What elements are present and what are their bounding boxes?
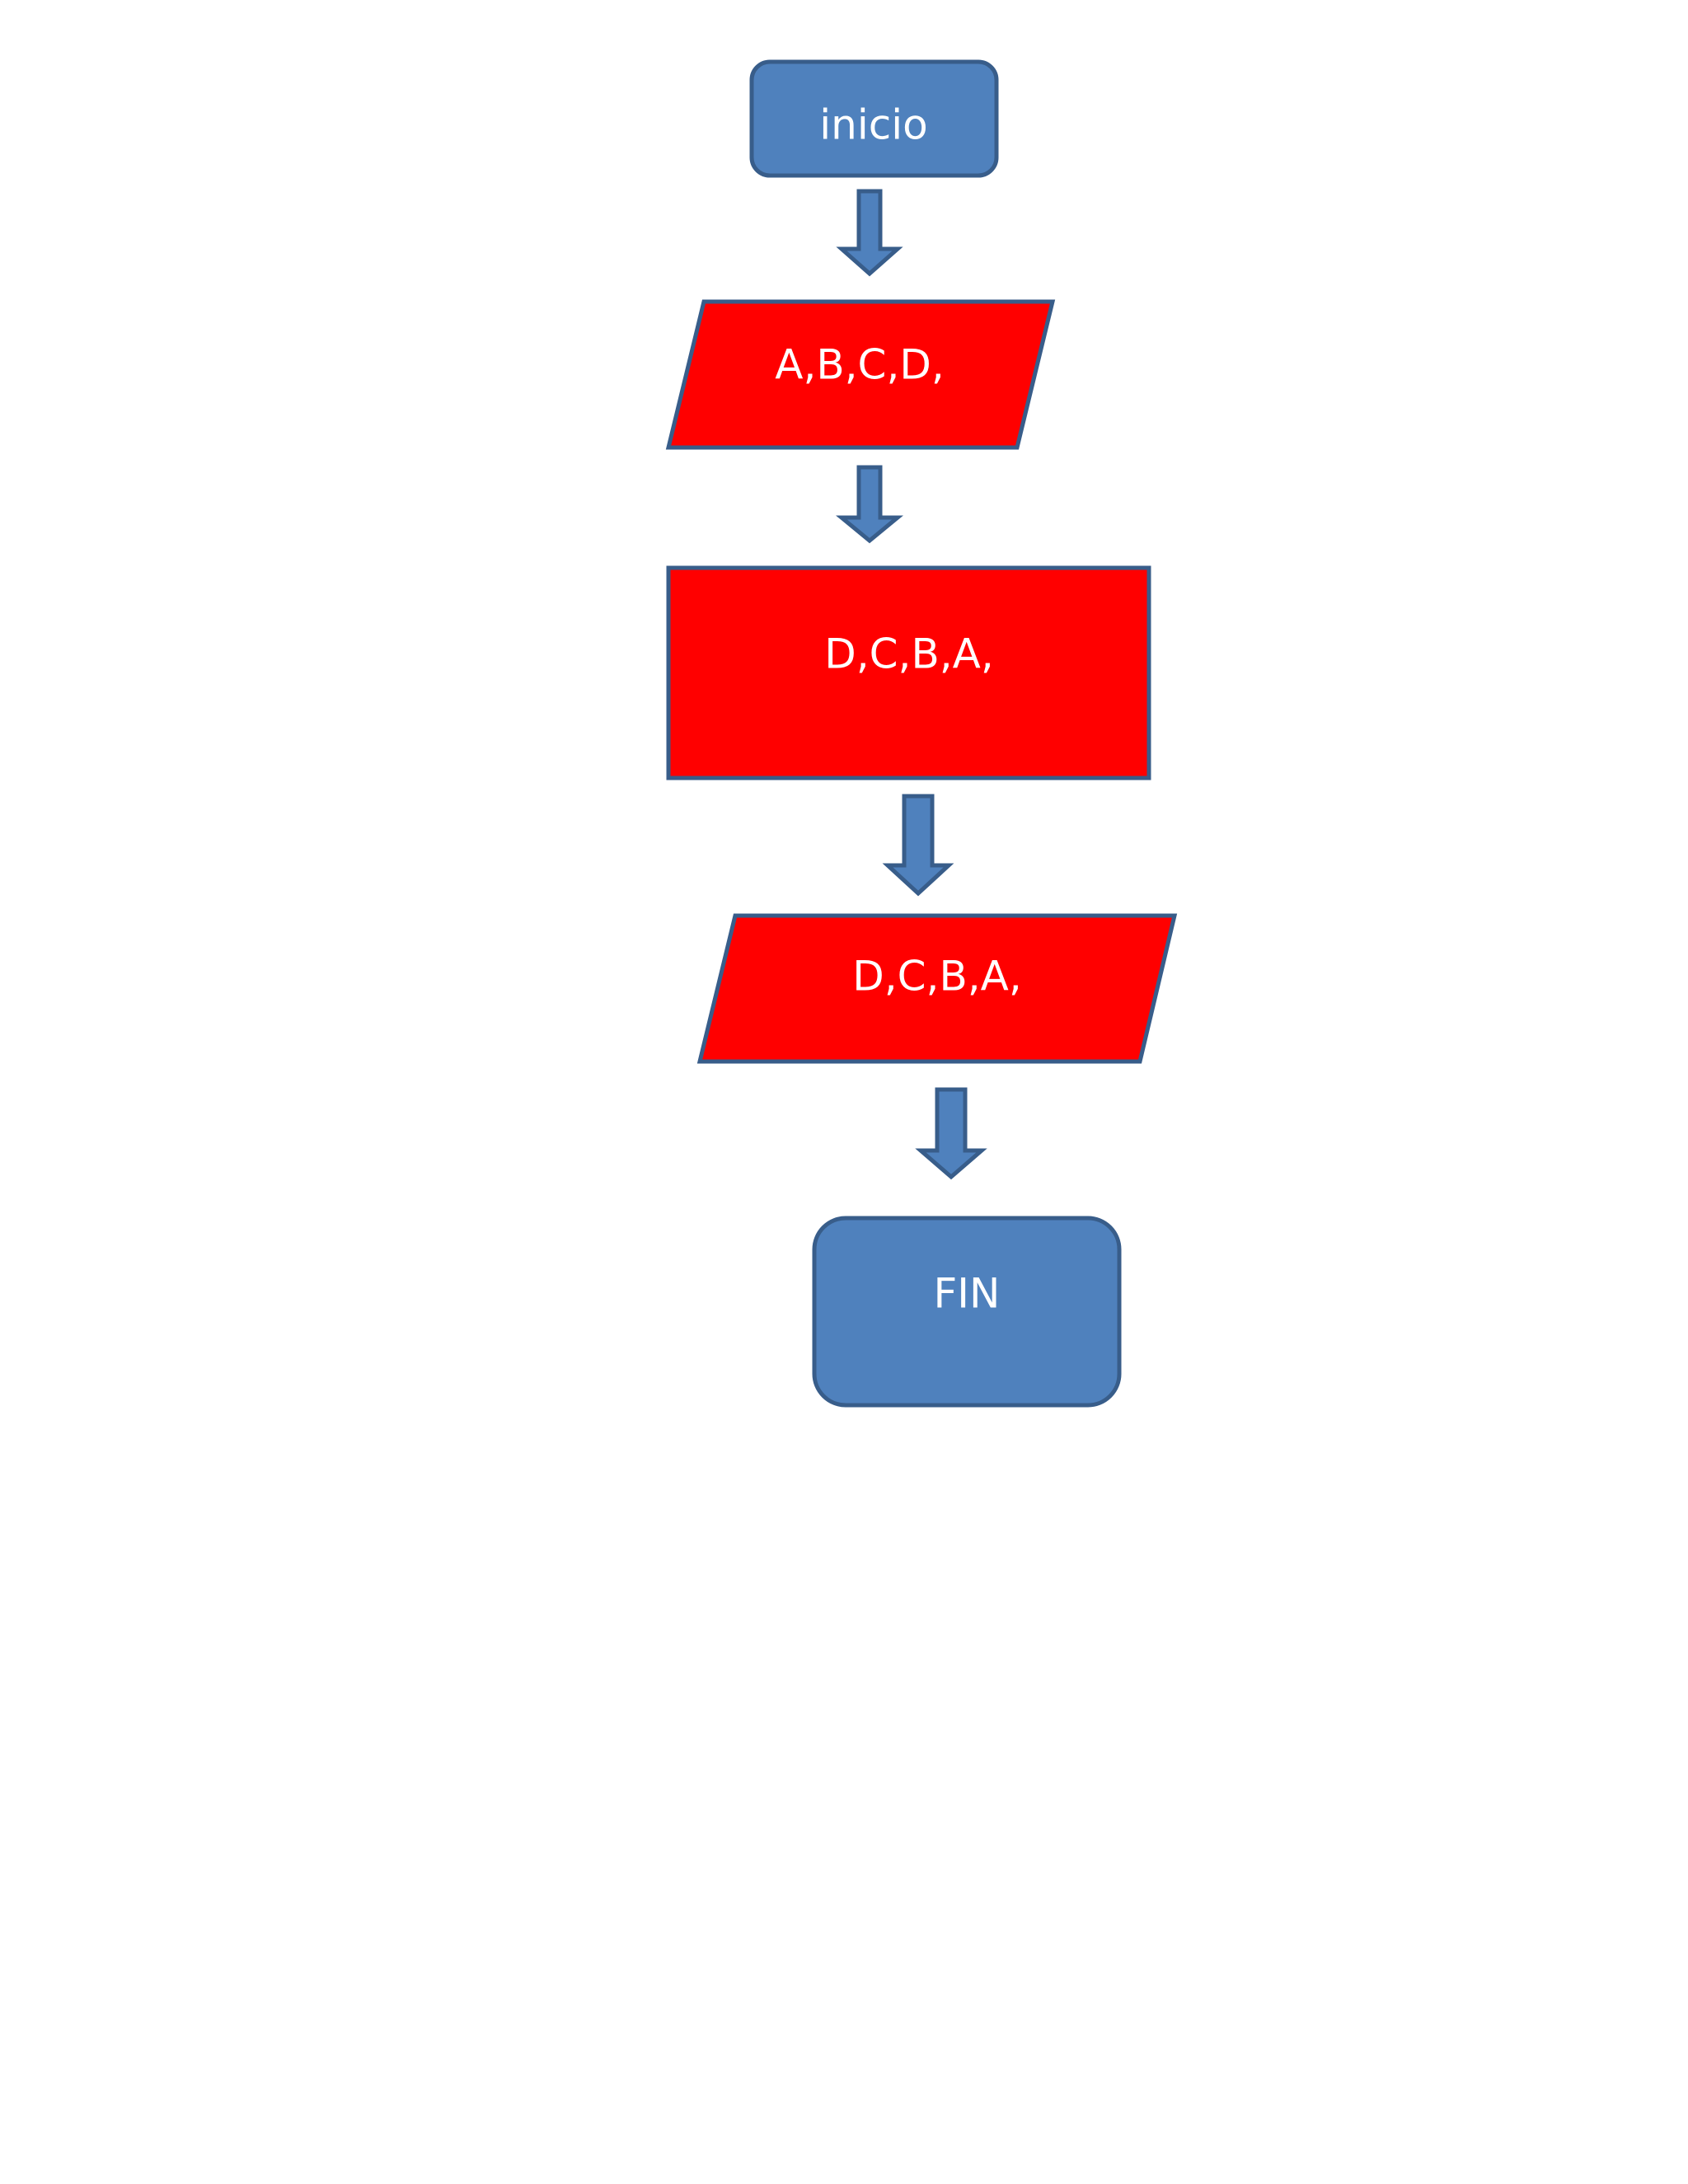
output-shape (696, 913, 1178, 1064)
process-label: D,C,B,A, (824, 630, 994, 678)
process-node: D,C,B,A, (666, 565, 1151, 780)
down-arrow-2 (836, 465, 903, 544)
down-arrow-3 (882, 794, 954, 897)
input-shape (665, 299, 1056, 450)
start-shape (749, 59, 999, 178)
down-arrow-4 (915, 1087, 987, 1180)
start-label: inicio (819, 101, 927, 149)
input-node: A,B,C,D, (665, 299, 1056, 450)
process-shape (666, 565, 1151, 780)
end-label: FIN (934, 1270, 1001, 1318)
down-arrow-1 (836, 189, 903, 277)
output-node: D,C,B,A, (696, 913, 1178, 1064)
end-node: FIN (812, 1216, 1122, 1408)
start-node: inicio (749, 59, 999, 178)
input-label: A,B,C,D, (775, 341, 945, 389)
output-label: D,C,B,A, (852, 953, 1022, 1001)
end-shape (812, 1216, 1122, 1408)
